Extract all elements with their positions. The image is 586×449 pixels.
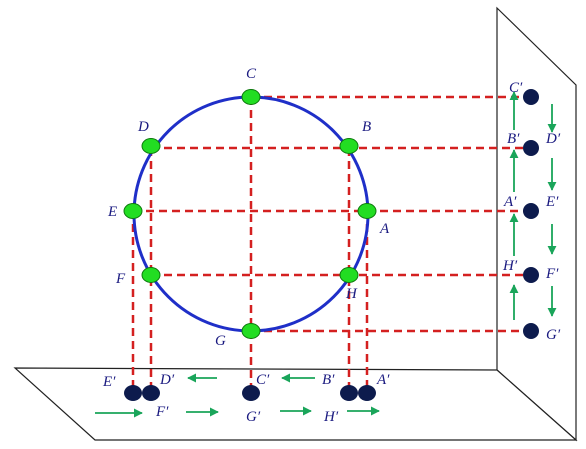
floor-projection-dots: [124, 385, 376, 401]
wall-label-B: B′: [507, 131, 520, 147]
point-D: [141, 138, 161, 154]
label-D: D: [137, 119, 149, 135]
circle-points: [123, 89, 377, 339]
wall-dot-EA: [523, 203, 539, 219]
wall-label-A: A′: [503, 194, 517, 210]
circle-labels: C D B E A F H G: [107, 66, 390, 349]
label-B: B: [362, 119, 371, 135]
wall-dot-C: [523, 89, 539, 105]
label-C: C: [246, 66, 257, 82]
wall-motion-arrows: [509, 91, 557, 320]
floor-label-G: G′: [246, 409, 261, 425]
floor-dot-DF: [142, 385, 160, 401]
wall-dot-G: [523, 323, 539, 339]
wall-label-D: D′: [545, 131, 561, 147]
wall-label-G: G′: [546, 327, 561, 343]
floor-dot-BH: [340, 385, 358, 401]
floor-dot-E: [124, 385, 142, 401]
point-A: [357, 203, 377, 219]
wall-dot-DB: [523, 140, 539, 156]
point-G: [241, 323, 261, 339]
floor-label-H: H′: [323, 409, 339, 425]
point-H: [339, 267, 359, 283]
point-E: [123, 203, 143, 219]
wall-label-F: F′: [545, 266, 559, 282]
point-C: [241, 89, 261, 105]
wall-label-H: H′: [502, 258, 518, 274]
right-wall-plane: [496, 6, 577, 442]
label-G: G: [215, 333, 226, 349]
wall-projection-dots: [523, 89, 539, 339]
wall-projection-lines: [133, 95, 531, 333]
floor-labels: E′ D′ C′ B′ A′ F′ G′ H′: [102, 372, 390, 425]
wall-label-E: E′: [545, 194, 559, 210]
floor-label-D: D′: [159, 372, 175, 388]
point-F: [141, 267, 161, 283]
floor-label-C: C′: [256, 372, 270, 388]
floor-dot-A: [358, 385, 376, 401]
wall-label-C: C′: [509, 80, 523, 96]
label-H: H: [345, 286, 358, 302]
wall-labels: C′ D′ B′ E′ A′ F′ H′ G′: [502, 80, 561, 343]
floor-label-B: B′: [322, 372, 335, 388]
floor-label-F: F′: [155, 404, 169, 420]
wall-dot-FH: [523, 267, 539, 283]
point-B: [339, 138, 359, 154]
floor-label-E: E′: [102, 374, 116, 390]
label-A: A: [379, 221, 390, 237]
floor-motion-arrows: [95, 373, 380, 418]
label-F: F: [115, 271, 126, 287]
floor-projection-lines: [131, 97, 369, 392]
floor-dot-CG: [242, 385, 260, 401]
floor-label-A: A′: [376, 372, 390, 388]
label-E: E: [107, 204, 117, 220]
